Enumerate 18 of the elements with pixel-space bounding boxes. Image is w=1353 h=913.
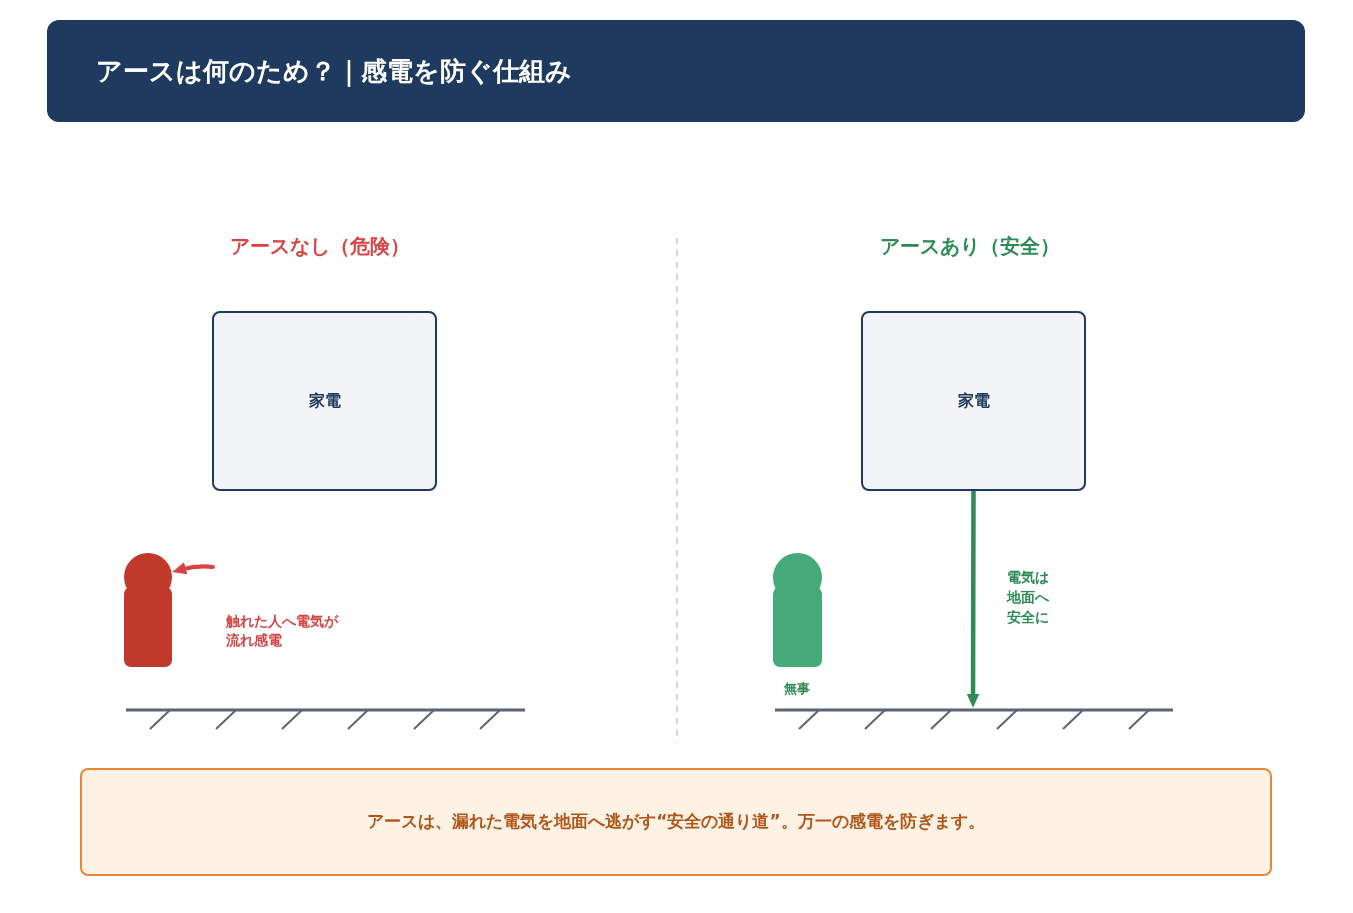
note-text: アースは、漏れた電気を地面へ逃がす“安全の通り道”。万一の感電を防ぎます。 (367, 810, 985, 834)
arrow (172, 562, 215, 575)
page-title: アースは何のため？｜感電を防ぐ仕組み (96, 54, 572, 89)
arrow (966, 488, 980, 708)
person-figure (773, 553, 822, 667)
section-heading: アースなし（危険） (230, 233, 410, 260)
person-caption: 無事 (784, 680, 810, 698)
appliance-box (861, 311, 1086, 491)
person-figure (124, 553, 172, 667)
edge-label: 電気は地面へ安全に (1007, 567, 1051, 627)
appliance-label: 家電 (308, 390, 341, 412)
appliance-label: 家電 (957, 390, 990, 412)
note-box (80, 768, 1272, 876)
shock-note: 触れた人へ電気が流れ感電 (226, 612, 340, 650)
ground-symbol (775, 708, 1173, 732)
appliance-box (212, 311, 437, 491)
section-heading: アースあり（安全） (880, 233, 1060, 260)
ground-symbol (126, 708, 525, 732)
